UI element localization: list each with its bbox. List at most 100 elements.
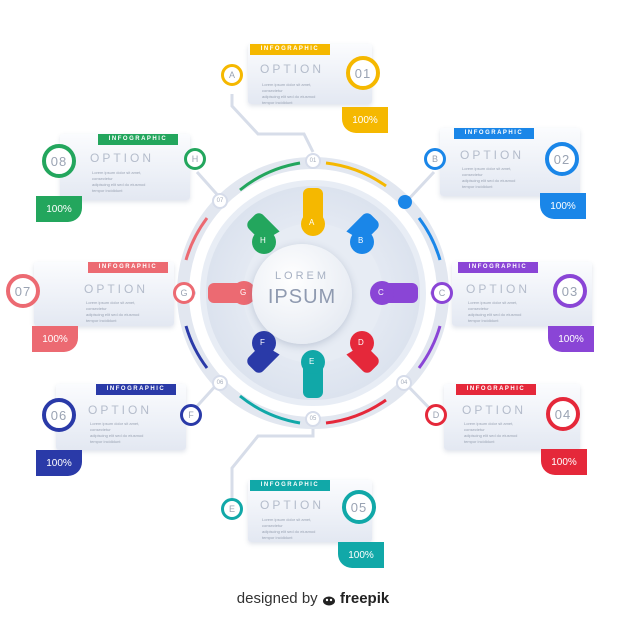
ring-number-05: 05 bbox=[305, 411, 321, 427]
tag-h: INFOGRAPHIC bbox=[98, 134, 178, 145]
text-line: tempor incididunt bbox=[90, 439, 121, 444]
number-circle-c: 03 bbox=[553, 274, 587, 308]
gear-knob-e bbox=[301, 350, 325, 374]
credit-brand: freepik bbox=[340, 590, 390, 607]
connector-e bbox=[230, 418, 315, 498]
percent-c: 100% bbox=[548, 326, 594, 352]
text-line: adipiscing elit sed do eiusmod bbox=[468, 312, 522, 317]
tag-a: INFOGRAPHIC bbox=[250, 44, 330, 55]
gear-letter-c: C bbox=[378, 288, 384, 297]
ring-segment-g bbox=[184, 217, 209, 261]
number-circle-f: 06 bbox=[42, 398, 76, 432]
number-circle-e: 05 bbox=[342, 490, 376, 524]
card-f-body bbox=[56, 384, 186, 450]
letter-badge-c: C bbox=[431, 282, 453, 304]
text-line: adipiscing elit sed do eiusmod bbox=[86, 312, 140, 317]
gear-letter-d: D bbox=[358, 338, 364, 347]
gear-letter-e: E bbox=[309, 357, 315, 366]
text-line: tempor incididunt bbox=[86, 318, 117, 323]
text-line: Lorem ipsum dolor sit amet, consectetur bbox=[464, 421, 514, 432]
text-line: adipiscing elit sed do eiusmod bbox=[464, 433, 518, 438]
text-line: tempor incididunt bbox=[468, 318, 499, 323]
text-line: adipiscing elit sed do eiusmod bbox=[262, 94, 316, 99]
ring-segment-c bbox=[417, 325, 442, 369]
credit-footer: designed by freepik bbox=[0, 590, 626, 607]
gear-knob-d bbox=[350, 331, 374, 355]
text-line: Lorem ipsum dolor sit amet, consectetur bbox=[86, 300, 136, 311]
ring-segment-b bbox=[417, 217, 442, 261]
gear-letter-b: B bbox=[358, 236, 364, 245]
option-title-b: OPTION bbox=[460, 148, 525, 162]
center-title-main: IPSUM bbox=[267, 286, 337, 308]
ring-segment-d bbox=[325, 398, 387, 425]
ring-dot-b bbox=[398, 195, 412, 209]
number-circle-d: 04 bbox=[546, 397, 580, 431]
ring-number-06: 06 bbox=[212, 375, 228, 391]
tag-d: INFOGRAPHIC bbox=[456, 384, 536, 395]
number-circle-b: 02 bbox=[545, 142, 579, 176]
text-line: adipiscing elit sed do eiusmod bbox=[92, 182, 146, 187]
option-title-h: OPTION bbox=[90, 151, 155, 165]
gear-knob-a bbox=[301, 212, 325, 236]
gear-letter-f: F bbox=[260, 338, 265, 347]
gear-knob-h bbox=[252, 230, 276, 254]
ring-segment-h bbox=[239, 161, 301, 192]
number-circle-h: 08 bbox=[42, 144, 76, 178]
number-circle-a: 01 bbox=[346, 56, 380, 90]
letter-badge-h: H bbox=[184, 148, 206, 170]
percent-h: 100% bbox=[36, 196, 82, 222]
gear-letter-h: H bbox=[260, 236, 266, 245]
gear-letter-g: G bbox=[240, 288, 247, 297]
tag-g: INFOGRAPHIC bbox=[88, 262, 168, 273]
text-line: adipiscing elit sed do eiusmod bbox=[462, 178, 516, 183]
text-line: tempor incididunt bbox=[464, 439, 495, 444]
gear-knob-g bbox=[232, 281, 256, 305]
text-line: Lorem ipsum dolor sit amet, consectetur bbox=[462, 166, 512, 177]
text-line: tempor incididunt bbox=[92, 188, 123, 193]
gear-knob-b bbox=[350, 230, 374, 254]
ring-number-07: 07 bbox=[212, 193, 228, 209]
gear-knob-c bbox=[370, 281, 394, 305]
text-line: tempor incididunt bbox=[262, 100, 293, 105]
letter-badge-b: B bbox=[424, 148, 446, 170]
card-h-body bbox=[60, 134, 190, 200]
gear-letter-a: A bbox=[309, 218, 315, 227]
gear-knob-f bbox=[252, 331, 276, 355]
option-title-d: OPTION bbox=[462, 403, 527, 417]
text-line: Lorem ipsum dolor sit amet, consectetur bbox=[262, 82, 312, 93]
center-title-top: LOREM bbox=[274, 270, 330, 282]
text-line: Lorem ipsum dolor sit amet, consectetur bbox=[468, 300, 518, 311]
percent-d: 100% bbox=[541, 449, 587, 475]
percent-e: 100% bbox=[338, 542, 384, 568]
text-line: Lorem ipsum dolor sit amet, consectetur bbox=[90, 421, 140, 432]
letter-badge-a: A bbox=[221, 64, 243, 86]
option-title-a: OPTION bbox=[260, 62, 325, 76]
connector-b bbox=[404, 170, 436, 204]
percent-f: 100% bbox=[36, 450, 82, 476]
option-title-f: OPTION bbox=[88, 403, 153, 417]
center-hub: LOREM IPSUM bbox=[252, 244, 352, 344]
text-line: Lorem ipsum dolor sit amet, consectetur bbox=[92, 170, 142, 181]
credit-prefix: designed by bbox=[236, 590, 318, 607]
percent-b: 100% bbox=[540, 193, 586, 219]
ring-number-01: 01 bbox=[305, 153, 321, 169]
ring-segment-a bbox=[325, 161, 387, 188]
tag-c: INFOGRAPHIC bbox=[458, 262, 538, 273]
text-line: tempor incididunt bbox=[262, 535, 293, 540]
tag-e: INFOGRAPHIC bbox=[250, 480, 330, 491]
text-line: Lorem ipsum dolor sit amet, consectetur bbox=[262, 517, 312, 528]
ring-segment-f bbox=[184, 325, 209, 369]
tag-b: INFOGRAPHIC bbox=[454, 128, 534, 139]
ring-segment-e bbox=[239, 394, 301, 425]
percent-g: 100% bbox=[32, 326, 78, 352]
option-title-g: OPTION bbox=[84, 282, 149, 296]
letter-badge-d: D bbox=[425, 404, 447, 426]
connector-a bbox=[230, 94, 315, 153]
